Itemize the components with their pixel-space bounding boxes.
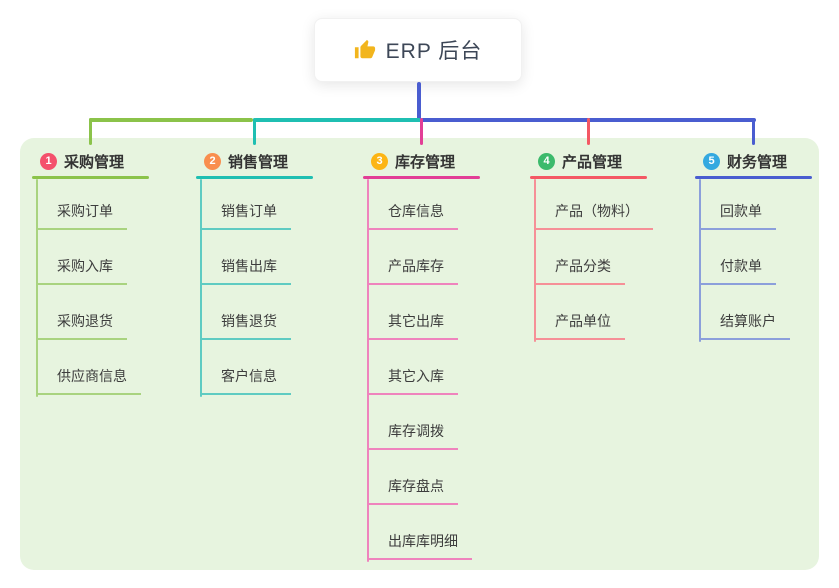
branch-label: 库存管理	[395, 153, 456, 171]
branch-trunk-line	[367, 179, 369, 562]
tree-item[interactable]: 库存盘点	[367, 465, 458, 505]
tree-item[interactable]: 仓库信息	[367, 190, 458, 230]
tree-item[interactable]: 库存调拨	[367, 410, 458, 450]
branch-badge: 3	[371, 152, 388, 170]
tree-item[interactable]: 销售订单	[200, 190, 291, 230]
branch-label: 销售管理	[228, 153, 289, 171]
tree-item[interactable]: 结算账户	[699, 300, 790, 340]
tree-item[interactable]: 其它出库	[367, 300, 458, 340]
tree-item[interactable]: 客户信息	[200, 355, 291, 395]
bus-segment-2	[253, 118, 421, 122]
tree-item[interactable]: 采购入库	[36, 245, 127, 285]
tree-item[interactable]: 采购订单	[36, 190, 127, 230]
branch-underline	[363, 176, 480, 179]
tree-item[interactable]: 销售退货	[200, 300, 291, 340]
branch-underline	[196, 176, 313, 179]
branch-header-4[interactable]: 4 产品管理	[538, 151, 622, 171]
branch-header-5[interactable]: 5 财务管理	[703, 151, 787, 171]
root-node[interactable]: ERP 后台	[314, 18, 522, 82]
tree-item[interactable]: 其它入库	[367, 355, 458, 395]
branch-drop-line-2	[253, 118, 256, 145]
branch-underline	[530, 176, 647, 179]
branch-badge: 2	[204, 152, 221, 170]
branch-label: 产品管理	[562, 153, 623, 171]
thumbs-up-icon	[354, 39, 376, 61]
tree-item[interactable]: 采购退货	[36, 300, 127, 340]
branch-drop-line-4	[587, 118, 590, 145]
tree-item[interactable]: 销售出库	[200, 245, 291, 285]
branch-header-2[interactable]: 2 销售管理	[204, 151, 288, 171]
branch-badge: 5	[703, 152, 720, 170]
tree-item[interactable]: 产品单位	[534, 300, 625, 340]
branch-badge: 4	[538, 152, 555, 170]
branch-trunk-line	[36, 179, 38, 397]
branch-underline	[32, 176, 149, 179]
branch-trunk-line	[534, 179, 536, 342]
branch-drop-line-1	[89, 118, 92, 145]
tree-item[interactable]: 出库库明细	[367, 520, 472, 560]
branch-underline	[695, 176, 812, 179]
branch-trunk-line	[200, 179, 202, 397]
branch-trunk-line	[699, 179, 701, 342]
tree-item[interactable]: 产品分类	[534, 245, 625, 285]
branch-label: 采购管理	[64, 153, 125, 171]
branch-label: 财务管理	[727, 153, 788, 171]
tree-item[interactable]: 产品（物料）	[534, 190, 653, 230]
branch-badge: 1	[40, 152, 57, 170]
bus-segment-1	[88, 118, 253, 122]
tree-item[interactable]: 供应商信息	[36, 355, 141, 395]
tree-item[interactable]: 产品库存	[367, 245, 458, 285]
tree-item[interactable]: 回款单	[699, 190, 776, 230]
tree-item[interactable]: 付款单	[699, 245, 776, 285]
root-connector-line	[417, 82, 421, 122]
branch-header-1[interactable]: 1 采购管理	[40, 151, 124, 171]
branch-header-3[interactable]: 3 库存管理	[371, 151, 455, 171]
branch-drop-line-5	[752, 118, 755, 145]
branches-panel	[20, 138, 819, 570]
root-title: ERP 后台	[385, 40, 483, 63]
branch-drop-line-3	[420, 118, 423, 145]
